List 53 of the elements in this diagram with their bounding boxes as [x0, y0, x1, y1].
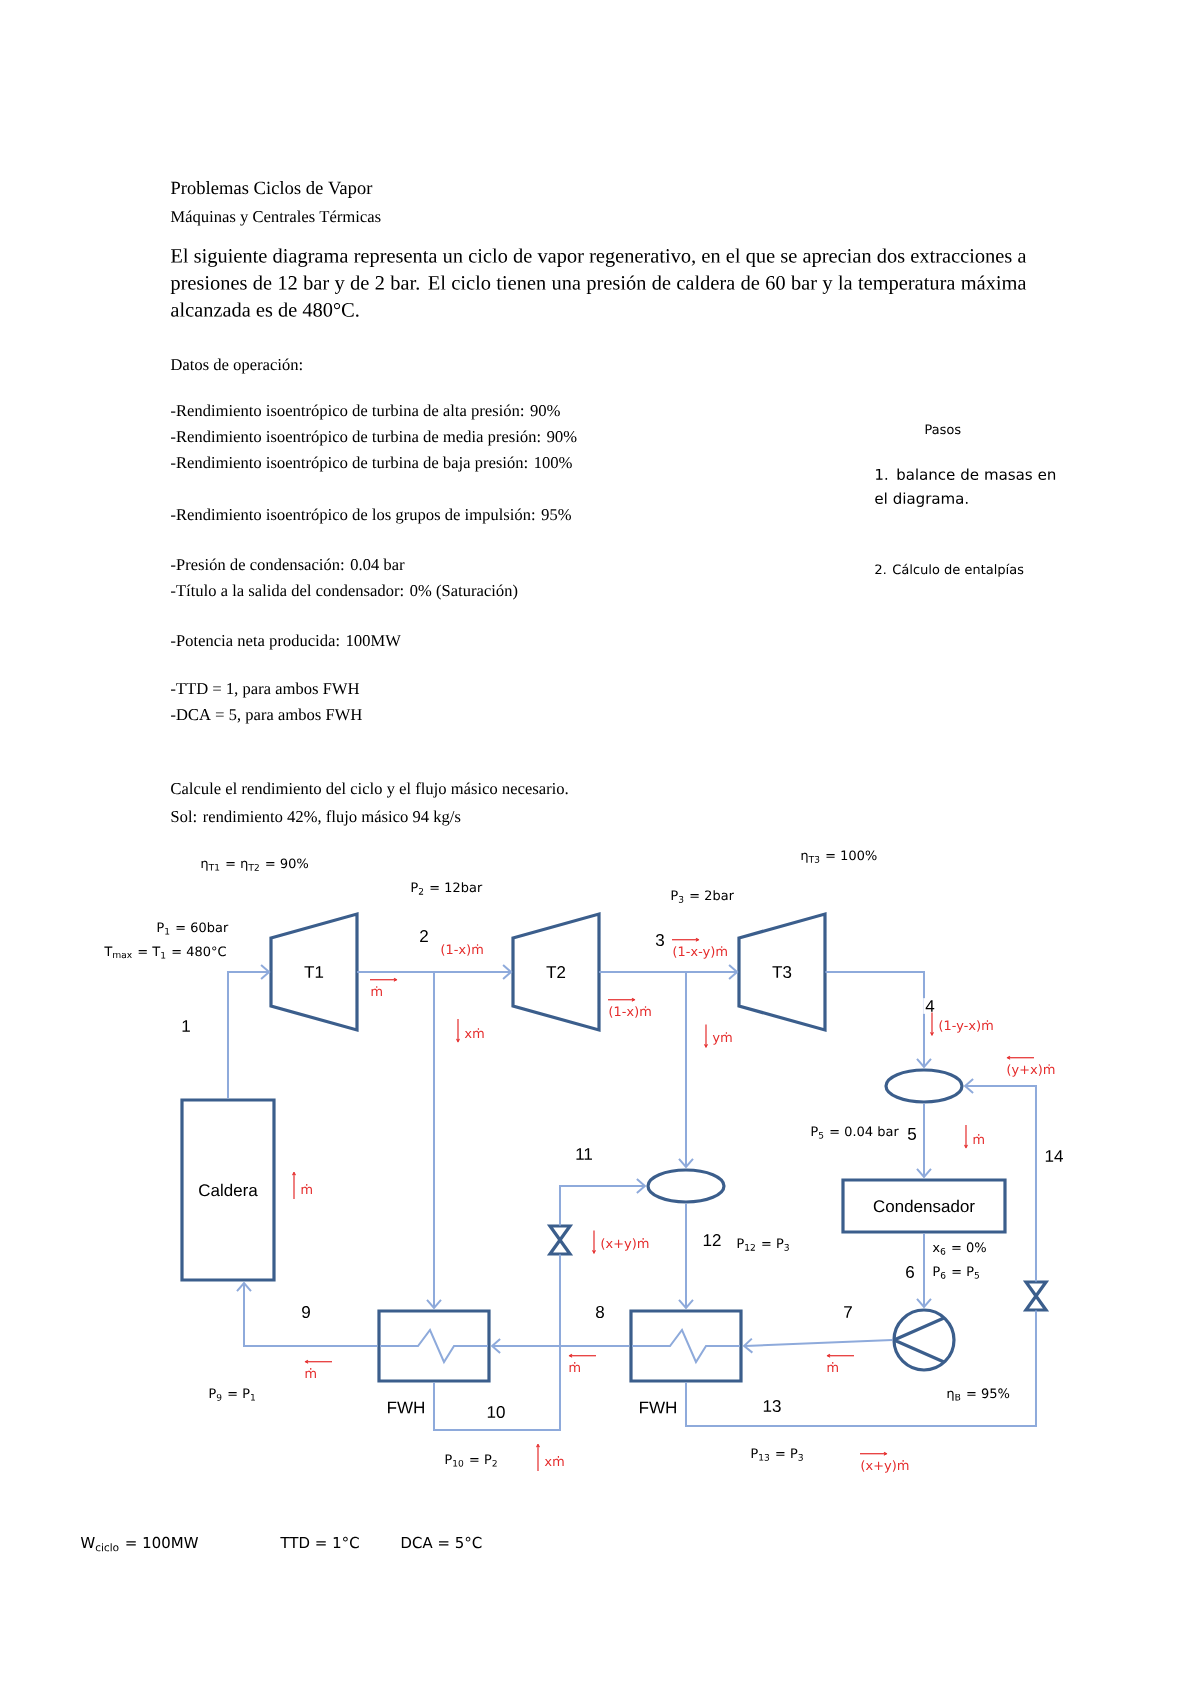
turbine: T2: [511, 911, 601, 1033]
text-line: -Rendimiento isoentrópico de turbina de baja presión: 100%: [171, 456, 572, 472]
text-line: Máquinas y Centrales Térmicas: [170, 210, 381, 226]
heading: Problemas Ciclos de Vapor: [170, 181, 373, 198]
text-line: Sol: rendimiento 42%, flujo másico 94 kg/s: [171, 810, 461, 826]
paragraph: El siguiente diagrama representa un ciclo de vapor regenerativo, en el que se aprecian dos extracciones a presiones de 12 bar y de 2 bar. El ciclo tienen una presión de caldera de 60 bar y la temperatura máxima alcanzada es de 480°C.: [170, 248, 1027, 317]
edge-label: 8: [593, 1304, 607, 1320]
edge-label: 14: [1042, 1148, 1066, 1164]
valve-symbol: [546, 1224, 574, 1256]
mixing-chamber: [884, 1068, 964, 1104]
text-line: -Rendimiento isoentrópico de turbina de media presión: 90%: [171, 430, 577, 446]
valve-symbol: [1022, 1280, 1050, 1312]
edge-label: 2: [417, 928, 431, 944]
turbine: T1: [269, 911, 359, 1033]
edge-label: 11: [573, 1146, 595, 1162]
text-line: -Potencia neta producida: 100MW: [171, 634, 401, 650]
edge-label: 13: [760, 1398, 784, 1414]
pipe-arrow: [742, 1337, 894, 1354]
edge-label: 1: [179, 1018, 193, 1034]
pipe-arrow: [598, 971, 694, 1169]
text-line: -Título a la salida del condensador: 0% (Saturación): [171, 584, 518, 600]
pipe-arrow: [678, 1202, 694, 1310]
mixing-chamber: [646, 1168, 726, 1204]
edge-label: 5: [905, 1126, 919, 1142]
pipe-arrow: [916, 1232, 932, 1309]
pipe-arrow: [916, 1102, 932, 1179]
edge-label: 7: [841, 1304, 855, 1320]
condenser-box: Condensador: [841, 1178, 1007, 1234]
pump-symbol: [892, 1308, 956, 1372]
node-label: FWH: [388, 1401, 424, 1414]
edge-label: 9: [299, 1304, 313, 1320]
edge-label: 3: [653, 932, 667, 949]
edge-label: 6: [903, 1264, 917, 1280]
pipe-arrow: [963, 1078, 1037, 1283]
pipe-arrow: [559, 1178, 647, 1227]
pipe-arrow: [227, 964, 271, 1100]
edge-label: 12: [700, 1232, 724, 1248]
pipe-arrow: [236, 1281, 379, 1347]
boiler-box: Caldera: [180, 1098, 276, 1282]
heater-box: FWH: [629, 1309, 743, 1414]
text-line: -Rendimiento isoentrópico de turbina de alta presión: 90%: [171, 404, 560, 420]
text-line: -Rendimiento isoentrópico de los grupos de impulsión: 95%: [171, 508, 571, 524]
text-line: -Presión de condensación: 0.04 bar: [171, 558, 405, 571]
pipe-arrow: [824, 971, 932, 1069]
pipe-arrow: [490, 1338, 631, 1354]
edge-label: 4: [923, 998, 937, 1014]
text-line: Datos de operación:: [170, 358, 302, 374]
turbine: T3: [737, 911, 827, 1033]
node-label: FWH: [640, 1401, 676, 1414]
pipe-arrow: [356, 971, 442, 1310]
text-line: Calcule el rendimiento del ciclo y el flujo másico necesario.: [171, 782, 568, 798]
text-line: -TTD = 1, para ambos FWH: [171, 682, 360, 698]
text-line: -DCA = 5, para ambos FWH: [171, 708, 362, 724]
